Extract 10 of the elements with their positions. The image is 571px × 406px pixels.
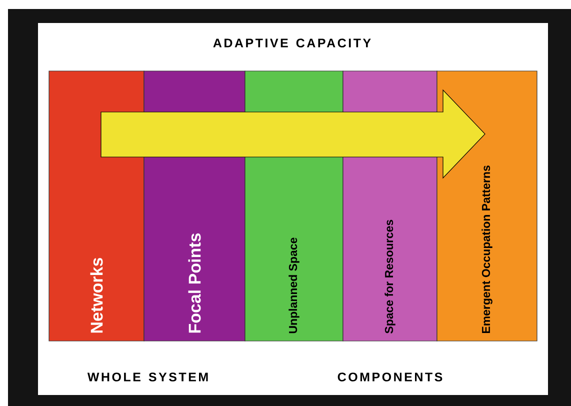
column-label: Emergent Occupation Patterns: [482, 166, 492, 334]
column-label: Space for Resources: [384, 220, 396, 334]
column-label: Unplanned Space: [288, 238, 300, 334]
column-box: [436, 70, 538, 342]
section-label: COMPONENTS: [338, 372, 442, 382]
title: ADAPTIVE CAPACITY: [213, 38, 371, 48]
column-box: [48, 70, 144, 342]
column-label: Focal Points: [188, 233, 201, 333]
section-label: WHOLE SYSTEM: [87, 372, 208, 382]
column-label: Networks: [90, 258, 103, 333]
